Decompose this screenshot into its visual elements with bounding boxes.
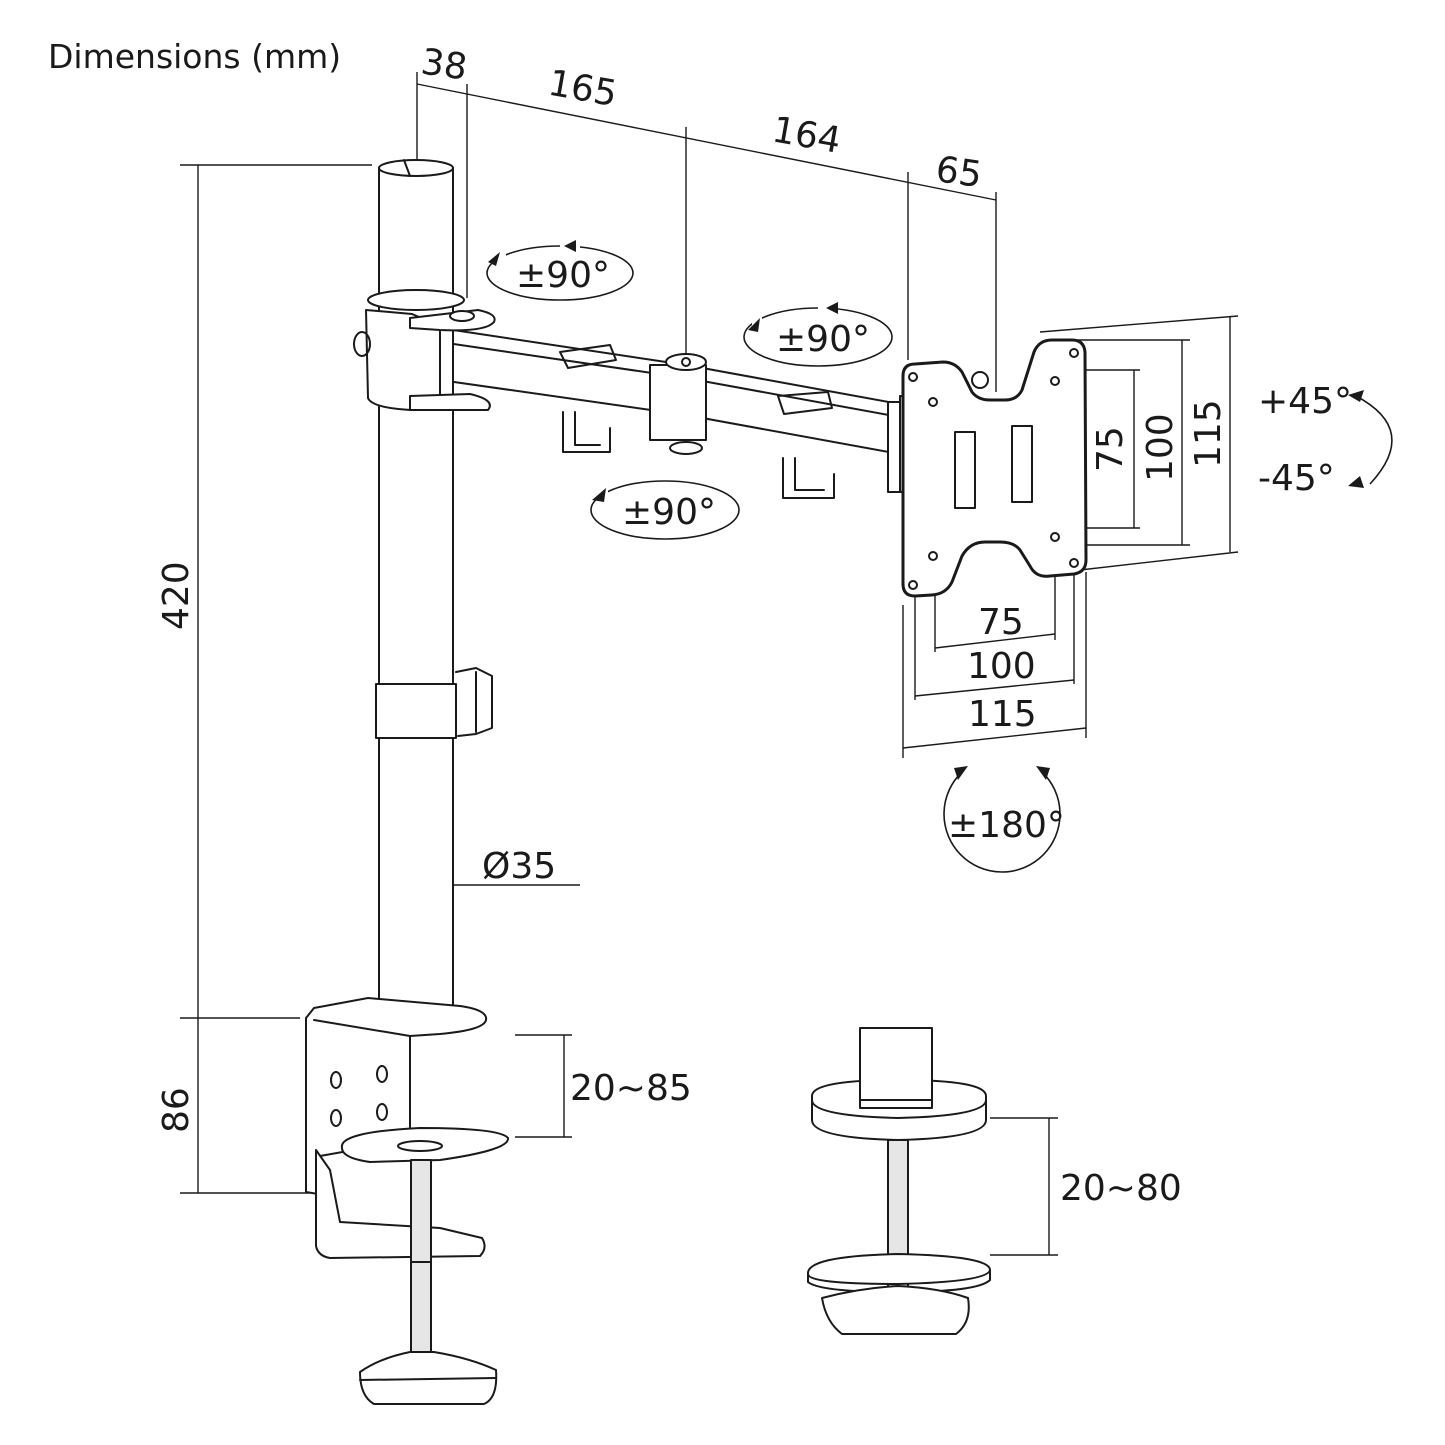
arm-swivel-indicator: ±90°: [590, 480, 740, 540]
elbow-swivel-indicator: ±90°: [743, 302, 893, 367]
grommet-mount: [807, 1027, 991, 1335]
grommet-range-lines: [990, 1117, 1058, 1256]
rotation-indicator: ±180°: [943, 766, 1065, 873]
desk-clamp: [305, 997, 509, 1405]
tilt-indicator: +45° -45°: [1258, 381, 1393, 499]
dimension-vesa-100-horizontal: 100: [967, 646, 1036, 687]
arm-mount-collar: [353, 289, 496, 411]
dimension-grommet-range: 20~80: [1060, 1168, 1182, 1209]
height-dimension-lines: [180, 164, 372, 1194]
dimension-pole-diameter: Ø35: [482, 846, 556, 887]
desk-clamp-range-lines: [515, 1034, 572, 1138]
pole-swivel-label: ±90°: [516, 255, 610, 296]
dimension-arm-offset: 38: [419, 42, 470, 89]
arm-swivel-label: ±90°: [622, 492, 716, 533]
dimension-tilt-head-depth: 65: [933, 149, 984, 196]
dimension-desk-clamp-range: 20~85: [570, 1068, 692, 1109]
tilt-down-label: -45°: [1258, 458, 1335, 499]
tilt-up-label: +45°: [1258, 381, 1352, 422]
dimension-vesa-75-vertical: 75: [1090, 426, 1131, 472]
curved-arrow-icon: [1355, 395, 1393, 485]
dimension-arm-segment-1: 165: [545, 63, 620, 115]
curved-arrow-icon: [943, 771, 1061, 873]
curved-arrow-icon: [590, 480, 740, 540]
dimension-pole-height: 420: [156, 561, 197, 630]
mounting-pole: [375, 159, 493, 1019]
arm-length-dimension-chain: [416, 72, 997, 392]
dimension-vesa-115-horizontal: 115: [968, 694, 1037, 735]
rotation-label: ±180°: [948, 805, 1065, 846]
dimension-vesa-100-vertical: 100: [1140, 413, 1181, 482]
diagram-title: Dimensions (mm): [48, 37, 341, 76]
vesa-plate: [901, 338, 1088, 598]
dimension-vesa-115-vertical: 115: [1188, 399, 1229, 468]
pole-swivel-indicator: ±90°: [486, 240, 634, 301]
elbow-swivel-label: ±90°: [776, 319, 870, 360]
dimension-arm-segment-2: 164: [769, 109, 844, 161]
dimension-vesa-75-horizontal: 75: [978, 602, 1024, 643]
dimension-clamp-height: 86: [156, 1087, 197, 1133]
